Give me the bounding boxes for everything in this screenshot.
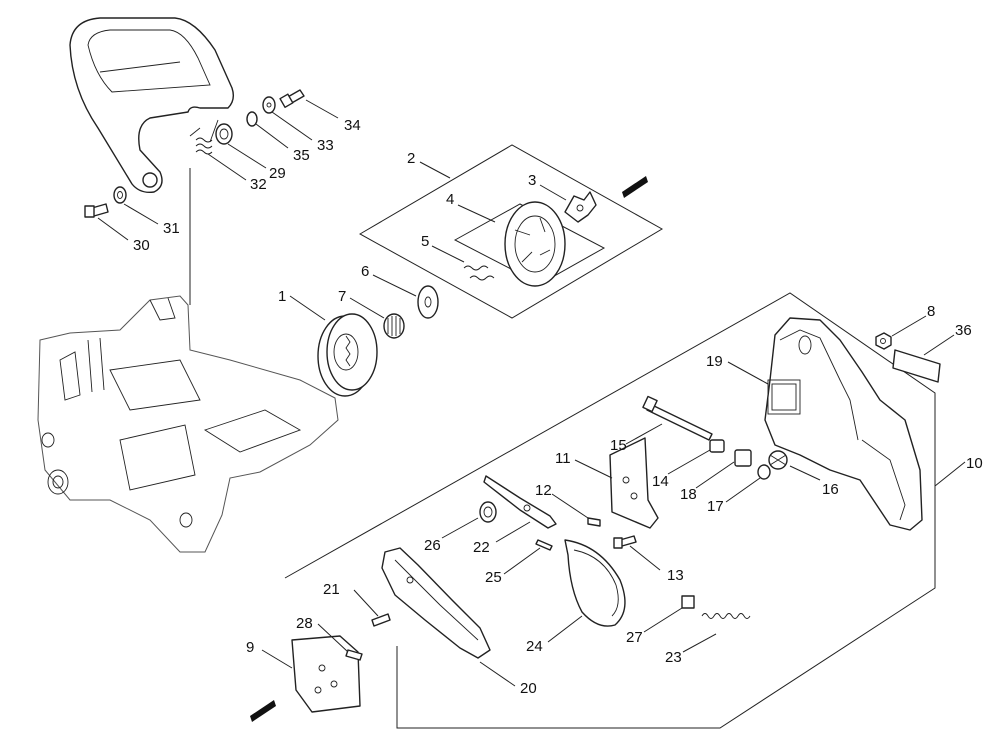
washer-33 [262,96,276,114]
label-14: 14 [652,473,669,490]
crankcase [37,295,339,553]
label-24: 24 [526,638,543,655]
label-26: 26 [424,537,441,554]
nut-8 [875,332,892,350]
adjuster-nut-14 [709,439,725,453]
label-1: 1 [278,288,286,305]
label-11: 11 [555,450,571,467]
label-21: 21 [323,581,340,598]
label-8: 8 [927,303,935,320]
label-22: 22 [473,539,490,556]
label-35: 35 [293,147,310,164]
label-9: 9 [246,639,254,656]
screw-13 [613,535,637,549]
side-cover-group-box [284,292,936,729]
label-15: 15 [610,437,627,454]
pin-25 [535,539,553,551]
label-25: 25 [485,569,502,586]
adjuster-block-18 [734,449,752,467]
arrow-top-right [622,176,648,198]
needle-bearing-7 [383,313,405,339]
collar-35 [246,111,258,127]
clutch-shoe-4 [504,201,566,287]
leader-lines [97,99,966,687]
bushing-29 [215,123,233,145]
brake-spring-23 [701,613,751,619]
washer-6 [417,285,439,319]
screw-21 [371,613,391,627]
spring-seat-27 [681,595,695,609]
brake-band-24 [564,539,626,627]
label-36 [892,349,941,383]
label-2: 2 [407,150,415,167]
label-7: 7 [338,288,346,305]
clutch-drum-1 [317,313,378,397]
gear-16 [768,450,788,470]
screw-12 [587,517,601,527]
label-13: 13 [667,567,684,584]
guide-plate-11 [609,437,659,529]
washer-31 [113,186,127,204]
screw-28 [345,649,363,661]
chain-catcher-20 [381,547,491,659]
clutch-spring-5 [463,265,495,281]
label-23: 23 [665,649,682,666]
label-16: 16 [822,481,839,498]
label-32: 32 [250,176,267,193]
label-31: 31 [163,220,180,237]
label-4: 4 [446,191,454,208]
label-34: 34 [344,117,361,134]
chain-guard-9 [291,635,361,713]
hand-guard [69,17,235,194]
collar-26 [479,501,497,523]
part-number-labels: 1 2 3 4 5 6 7 8 9 10 11 12 13 14 15 16 1… [133,117,983,697]
label-29: 29 [269,165,286,182]
sprocket-cover-10 [764,317,923,531]
label-10: 10 [966,455,983,472]
arrow-bottom-left [250,700,276,722]
brake-lever-22 [483,475,557,529]
label-3: 3 [528,172,536,189]
label-28: 28 [296,615,313,632]
label-20: 20 [520,680,537,697]
bolt-15 [642,395,713,441]
bolt-34 [279,89,305,109]
bolt-30 [84,203,109,218]
label-17: 17 [707,498,724,515]
label-27: 27 [626,629,643,646]
washer-17 [757,464,771,480]
clutch-hub-3 [564,191,597,223]
label-33: 33 [317,137,334,154]
label-30: 30 [133,237,150,254]
label-12: 12 [535,482,552,499]
label-18: 18 [680,486,697,503]
label-19: 19 [706,353,723,370]
spring-32 [189,119,219,155]
label-5: 5 [421,233,429,250]
label-36: 36 [955,322,972,339]
clutch-assembly-group-box [358,144,664,319]
label-6: 6 [361,263,369,280]
